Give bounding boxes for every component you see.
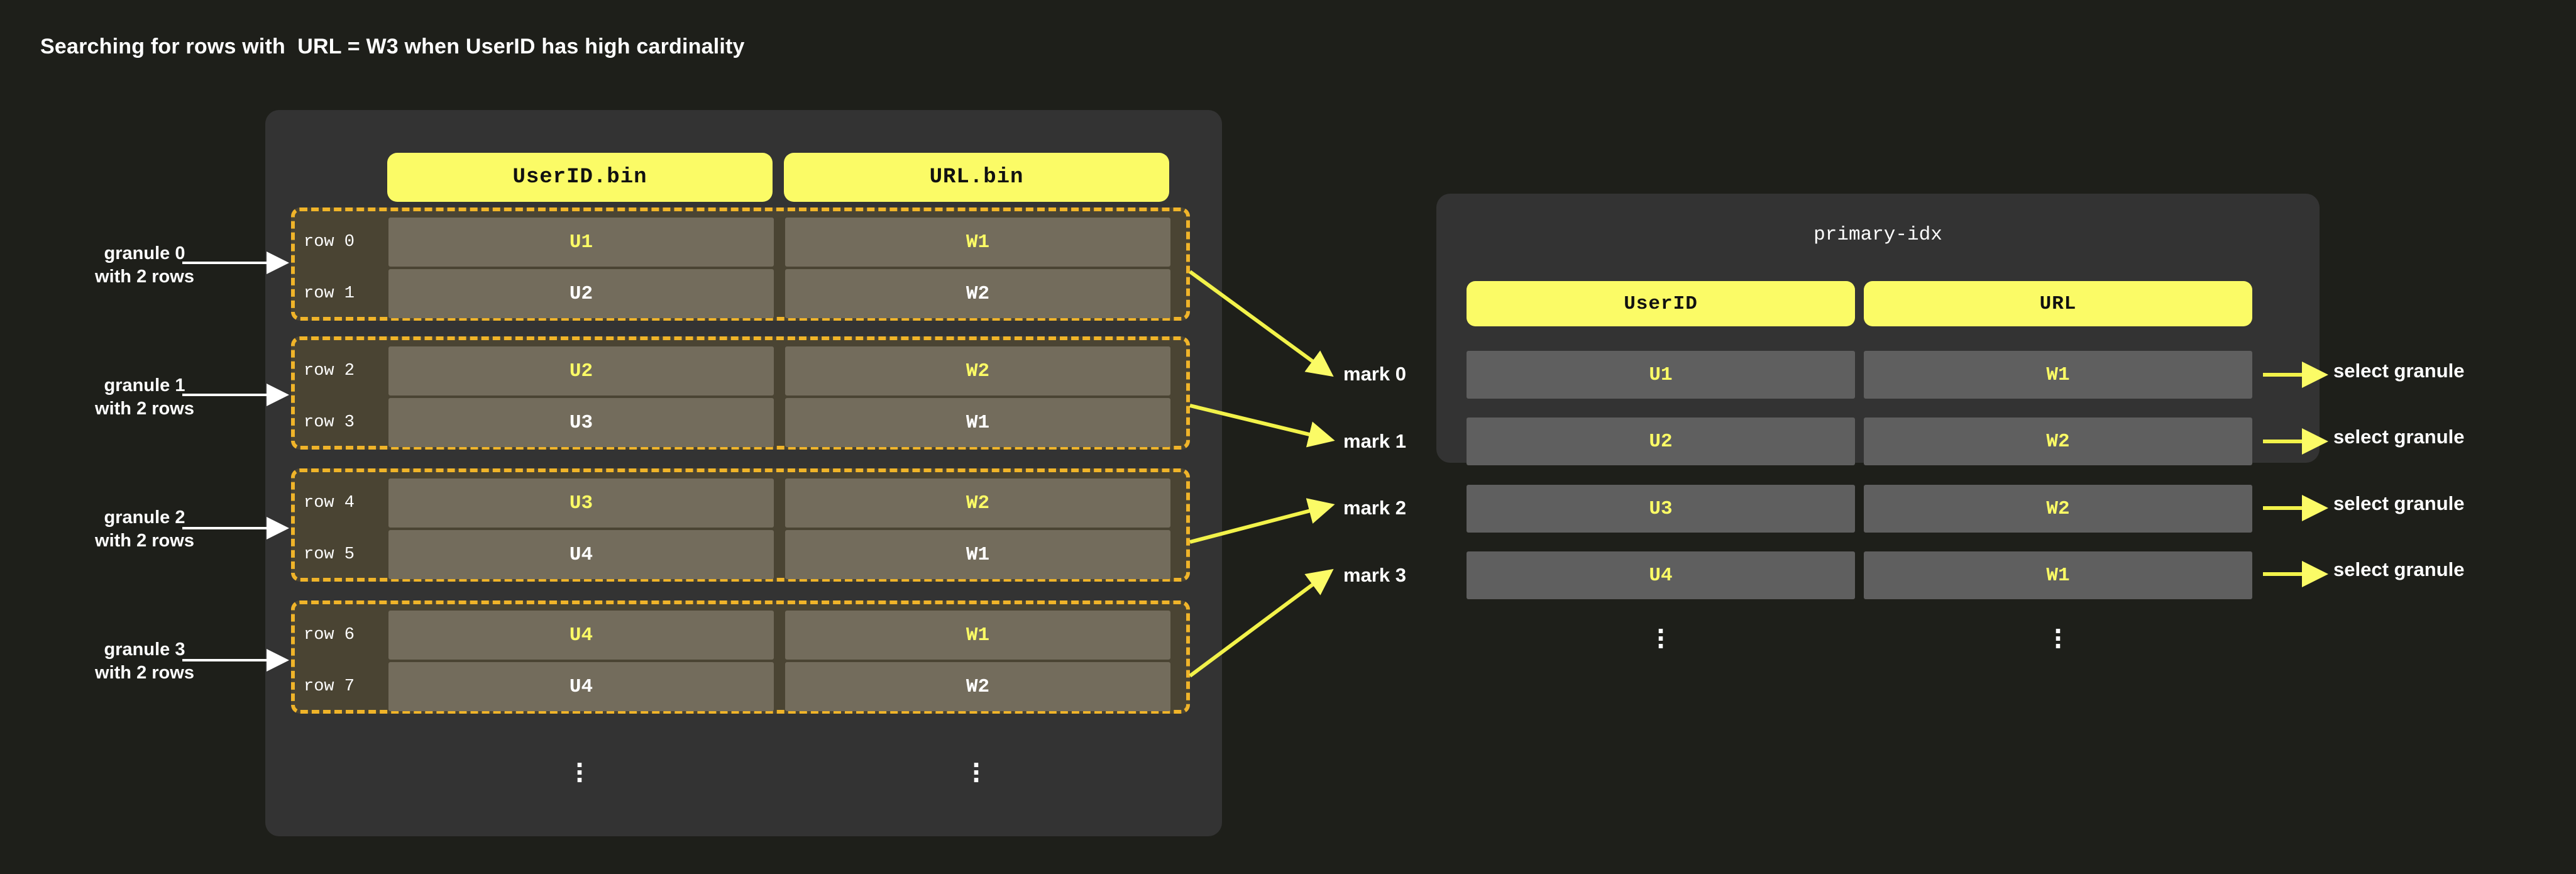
index-cell-url: W2	[1864, 418, 2252, 465]
cell-url: W2	[785, 478, 1170, 528]
granule-callout-line2: with 2 rows	[95, 267, 194, 287]
granule-callout-line1: granule 3	[104, 639, 185, 660]
select-granule-label-0: select granule	[2333, 360, 2465, 382]
row-label: row 2	[304, 362, 355, 380]
dot: .	[575, 756, 584, 788]
row-label: row 1	[304, 284, 355, 303]
row-label: row 0	[304, 233, 355, 252]
table-row: row 4 U3 W2	[295, 478, 1186, 528]
granule-box-3: row 6 U4 W1 row 7 U4 W2	[291, 600, 1190, 714]
column-chip-userid-bin: UserID.bin	[387, 153, 773, 202]
granule-callout-3: granule 3 with 2 rows	[41, 638, 248, 685]
index-cell-url: W1	[1864, 551, 2252, 599]
select-granule-label-2: select granule	[2333, 492, 2465, 514]
granule-box-2: row 4 U3 W2 row 5 U4 W1	[291, 468, 1190, 582]
granule-callout-line2: with 2 rows	[95, 399, 194, 419]
granule-callout-line1: granule 0	[104, 243, 185, 263]
table-row: row 0 U1 W1	[295, 218, 1186, 267]
column-chip-url-bin: URL.bin	[784, 153, 1169, 202]
table-row: row 3 U3 W1	[295, 398, 1186, 447]
cell-url: W1	[785, 530, 1170, 579]
select-granule-label-1: select granule	[2333, 426, 2465, 448]
granule-box-0: row 0 U1 W1 row 1 U2 W2	[291, 207, 1190, 321]
page-title: Searching for rows with URL = W3 when Us…	[40, 35, 745, 58]
index-cell-userid: U1	[1467, 351, 1855, 399]
cell-userid: U3	[388, 478, 774, 528]
cell-url: W2	[785, 662, 1170, 711]
select-granule-label-3: select granule	[2333, 558, 2465, 580]
row-label: row 6	[304, 626, 355, 644]
granule-callout-line1: granule 1	[104, 375, 185, 396]
granule-callout-line2: with 2 rows	[95, 531, 194, 551]
table-row: row 2 U2 W2	[295, 346, 1186, 396]
primary-index-title: primary-idx	[1814, 224, 1942, 246]
granule-box-1: row 2 U2 W2 row 3 U3 W1	[291, 336, 1190, 450]
row-label: row 5	[304, 545, 355, 564]
cell-userid: U2	[388, 269, 774, 318]
cell-userid: U4	[388, 662, 774, 711]
index-column-chip-userid: UserID	[1467, 281, 1855, 326]
cell-userid: U1	[388, 218, 774, 267]
mark-label-0: mark 0	[1343, 363, 1406, 385]
cell-url: W1	[785, 218, 1170, 267]
dot: .	[1656, 622, 1665, 655]
index-cell-url: W1	[1864, 351, 2252, 399]
granule-callout-1: granule 1 with 2 rows	[41, 374, 248, 421]
cell-url: W2	[785, 346, 1170, 396]
index-cell-userid: U3	[1467, 485, 1855, 533]
table-row: row 1 U2 W2	[295, 269, 1186, 318]
ellipsis-index-url: . . .	[2045, 609, 2071, 655]
row-label: row 4	[304, 494, 355, 512]
table-row: row 7 U4 W2	[295, 662, 1186, 711]
ellipsis-url-column: . . .	[964, 743, 989, 788]
granule-callout-line1: granule 2	[104, 507, 185, 528]
index-column-chip-url: URL	[1864, 281, 2252, 326]
granule-callout-line2: with 2 rows	[95, 663, 194, 683]
table-row: row 6 U4 W1	[295, 611, 1186, 660]
index-cell-userid: U4	[1467, 551, 1855, 599]
granule-callout-0: granule 0 with 2 rows	[41, 242, 248, 289]
row-label: row 7	[304, 677, 355, 696]
mark-label-1: mark 1	[1343, 430, 1406, 452]
cell-userid: U4	[388, 611, 774, 660]
granule-callout-2: granule 2 with 2 rows	[41, 506, 248, 553]
cell-url: W1	[785, 611, 1170, 660]
cell-userid: U3	[388, 398, 774, 447]
cell-userid: U4	[388, 530, 774, 579]
cell-url: W2	[785, 269, 1170, 318]
cell-url: W1	[785, 398, 1170, 447]
mark-label-2: mark 2	[1343, 497, 1406, 519]
ellipsis-index-userid: . . .	[1648, 609, 1673, 655]
index-cell-url: W2	[1864, 485, 2252, 533]
row-label: row 3	[304, 413, 355, 432]
table-row: row 5 U4 W1	[295, 530, 1186, 579]
mark-label-3: mark 3	[1343, 564, 1406, 586]
cell-userid: U2	[388, 346, 774, 396]
dot: .	[2054, 622, 2062, 655]
dot: .	[972, 756, 981, 788]
ellipsis-userid-column: . . .	[567, 743, 592, 788]
index-cell-userid: U2	[1467, 418, 1855, 465]
